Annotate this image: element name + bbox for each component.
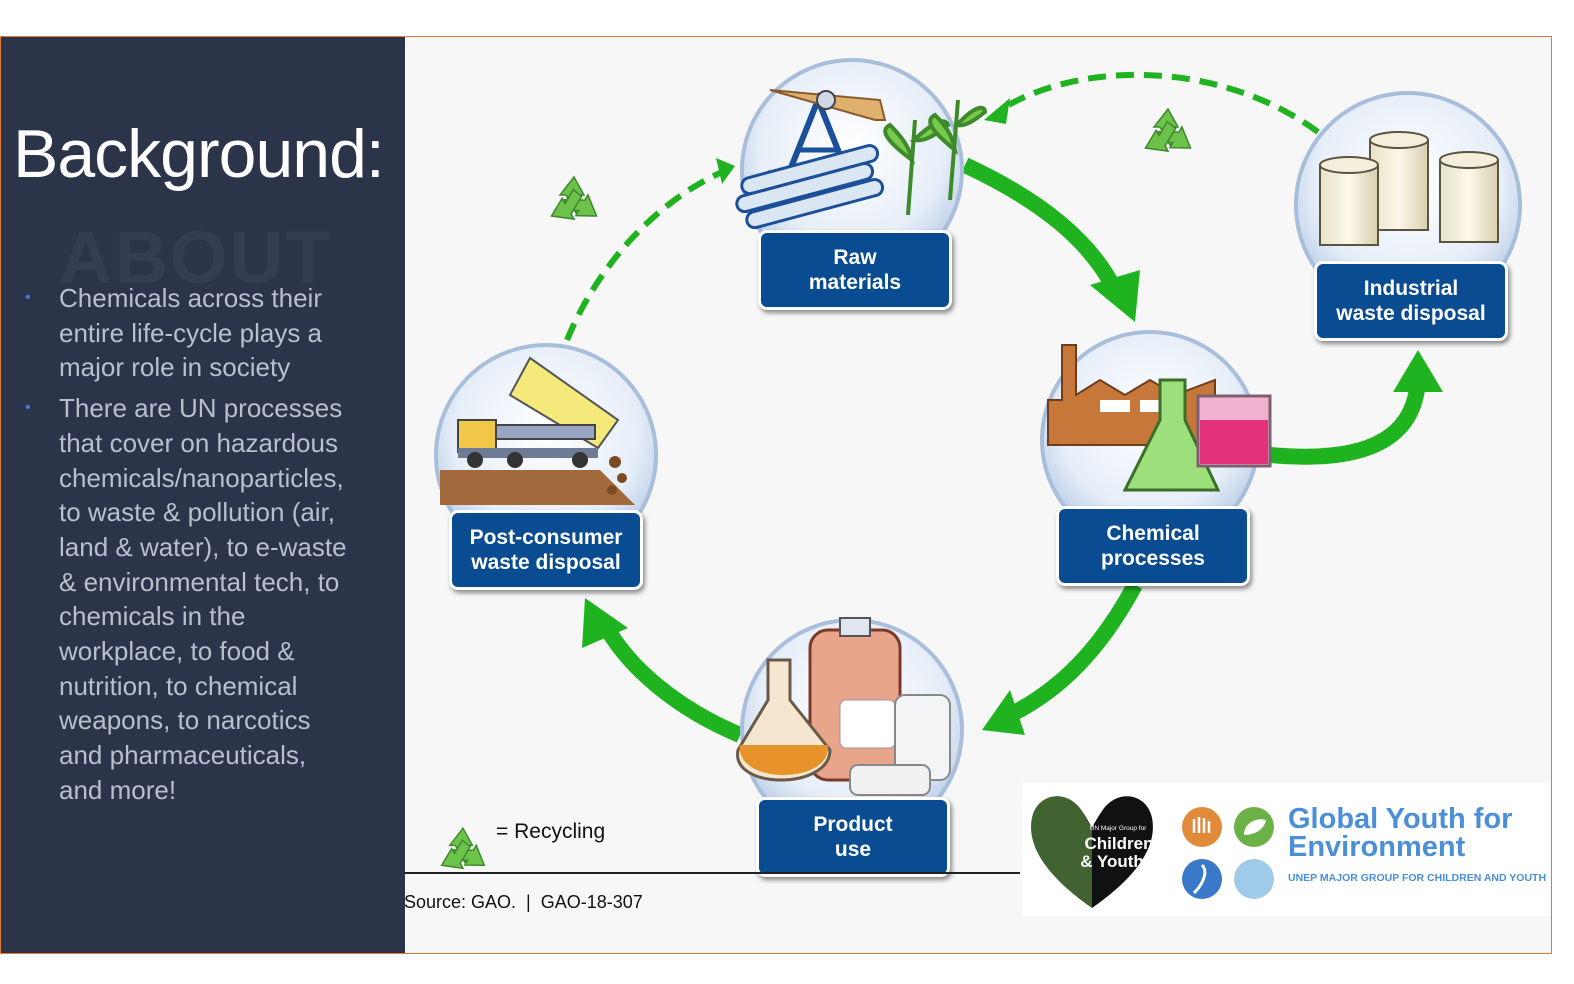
- arrowhead-icon: [982, 690, 1025, 735]
- children-youth-caption: UN Major Group for: [1090, 825, 1148, 832]
- bullet-list: • Chemicals across their entire life-cyc…: [25, 281, 355, 814]
- flask-icon: [1122, 378, 1272, 492]
- recycle-icon: [544, 176, 605, 229]
- plant-icon: [883, 99, 988, 216]
- bullet-dot-icon: •: [25, 289, 31, 306]
- stage-label-raw-materials: Raw materials: [758, 230, 952, 310]
- gye-subtitle: UNEP MAJOR GROUP FOR CHILDREN AND YOUTH: [1288, 872, 1547, 884]
- source-caption: Source: GAO. | GAO-18-307: [404, 892, 643, 912]
- bottles-icon: [736, 617, 951, 796]
- left-panel: Background: ABOUT • Chemicals across the…: [1, 37, 405, 953]
- bullet-dot-icon: •: [25, 399, 31, 417]
- stage-label-product-use: Product use: [756, 797, 950, 877]
- cycle-arrow: [1269, 379, 1426, 465]
- dump-truck-icon: [440, 356, 635, 505]
- faded-watermark-text: ABOUT: [59, 216, 333, 299]
- gye-emblem-icons: [1182, 807, 1274, 899]
- legend-label: = Recycling: [496, 820, 606, 843]
- slide-title: Background:: [13, 116, 385, 192]
- stage-label-industrial-waste: Industrial waste disposal: [1314, 261, 1508, 341]
- recycle-icon: [1138, 108, 1199, 161]
- bullet-text: Chemicals across their entire life-cycle…: [59, 283, 322, 383]
- dashed-recycle-arrow: [998, 71, 1320, 135]
- stage-label-post-consumer: Post-consumer waste disposal: [449, 510, 643, 590]
- source-divider: [404, 872, 1020, 874]
- logo-area: UN Major Group for Children & Youth Glob…: [1022, 783, 1550, 916]
- arrowhead-icon: [1090, 270, 1140, 322]
- stage-label-chemical-processes: Chemical processes: [1056, 506, 1250, 586]
- barrels-icon: [1319, 131, 1499, 246]
- children-youth-line1: Children: [1085, 834, 1154, 853]
- dashed-recycle-arrow: [564, 169, 724, 342]
- children-youth-heart-logo: UN Major Group for Children & Youth: [1031, 796, 1154, 908]
- children-youth-line2: & Youth: [1080, 852, 1144, 871]
- cycle-arrow: [961, 157, 1123, 294]
- arrowhead-icon: [1393, 350, 1443, 392]
- bullet-text: There are UN processes that cover on haz…: [59, 393, 347, 805]
- bullet-item: • Chemicals across their entire life-cyc…: [25, 281, 355, 385]
- arrowhead-icon: [716, 158, 735, 184]
- bullet-item: • There are UN processes that cover on h…: [25, 391, 355, 807]
- cycle-arrow: [1006, 581, 1143, 723]
- arrowhead-icon: [984, 98, 1010, 124]
- gye-title: Global Youth for Environment: [1288, 803, 1513, 863]
- cycle-arrow: [598, 621, 744, 743]
- pipes-icon: [735, 144, 885, 230]
- legend: = Recycling: [434, 820, 605, 844]
- arrowhead-icon: [582, 598, 628, 648]
